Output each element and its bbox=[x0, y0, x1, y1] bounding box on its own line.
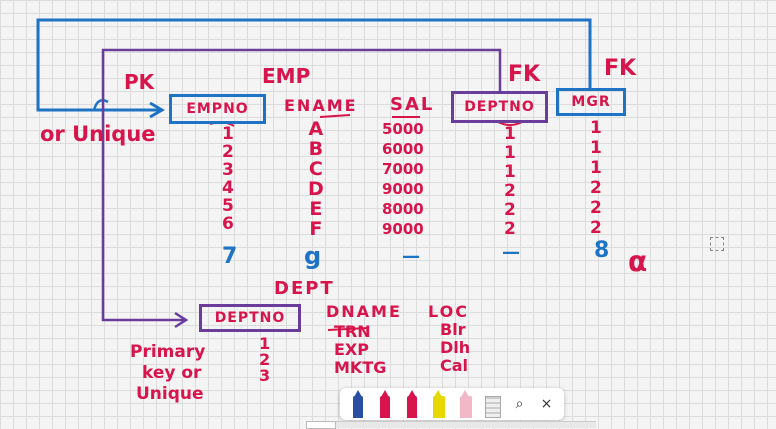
deptno-fk-arrow bbox=[101, 48, 502, 322]
mgr-value: 1 bbox=[590, 158, 602, 178]
ename-header: ENAME bbox=[284, 96, 358, 115]
sal-column: 5000 6000 7000 9000 8000 9000 bbox=[382, 122, 424, 237]
deptno-header-box: DEPTNO bbox=[451, 91, 548, 123]
ename-column: A B C D E F bbox=[308, 120, 324, 239]
pen-icon bbox=[352, 390, 363, 418]
mgr-value: 2 bbox=[590, 198, 602, 218]
empno-value: 5 bbox=[222, 196, 234, 216]
ruler-icon bbox=[484, 396, 501, 418]
pen-tool-red[interactable] bbox=[373, 390, 396, 418]
pen-icon bbox=[379, 390, 390, 418]
alpha-mark: α bbox=[628, 245, 648, 278]
deptno-new-value: — bbox=[502, 242, 520, 263]
pen-tool-red-2[interactable] bbox=[400, 390, 423, 418]
loc-value: Cal bbox=[440, 356, 469, 375]
fk-deptno-label: FK bbox=[508, 62, 541, 87]
dept-deptno-value: 2 bbox=[259, 350, 271, 369]
emp-table-title: EMP bbox=[262, 64, 311, 88]
mgr-value: 2 bbox=[590, 218, 602, 238]
mgr-new-value: 8 bbox=[594, 238, 610, 263]
dept-deptno-column: 1 2 3 bbox=[259, 336, 270, 384]
empno-value: 6 bbox=[222, 214, 234, 234]
ename-value: D bbox=[308, 178, 324, 200]
loc-value: Blr bbox=[440, 320, 466, 339]
dept-table-title: DEPT bbox=[274, 278, 335, 299]
mgr-value: 1 bbox=[590, 138, 602, 158]
or-unique-label: or Unique bbox=[40, 122, 156, 146]
loc-column: Blr Dlh Cal bbox=[440, 322, 470, 374]
sal-value: 9000 bbox=[382, 220, 424, 238]
ename-value: A bbox=[308, 118, 324, 140]
ruler-tool[interactable] bbox=[481, 390, 504, 418]
pen-tool-blue[interactable] bbox=[346, 390, 369, 418]
empno-column: 1 2 3 4 5 6 bbox=[222, 126, 234, 233]
dept-deptno-value: 3 bbox=[259, 366, 271, 385]
dept-deptno-header-box: DEPTNO bbox=[199, 304, 301, 332]
dept-deptno-value: 1 bbox=[259, 334, 271, 353]
deptno-value: 2 bbox=[504, 181, 516, 201]
primary-key-note: Primary key or Unique bbox=[130, 344, 205, 403]
ename-new-value: g bbox=[304, 242, 322, 270]
ename-value: E bbox=[309, 198, 323, 220]
deptno-column: 1 1 1 2 2 2 bbox=[504, 126, 516, 238]
lasso-search-icon[interactable]: ⌕ bbox=[515, 396, 524, 412]
empno-value: 3 bbox=[222, 160, 234, 180]
bottom-scroll-handle[interactable] bbox=[306, 421, 336, 429]
mgr-value: 1 bbox=[590, 118, 602, 138]
empno-value: 4 bbox=[222, 178, 234, 198]
selection-icon[interactable] bbox=[710, 237, 724, 251]
close-icon[interactable]: × bbox=[540, 396, 553, 412]
sal-value: 6000 bbox=[382, 140, 424, 158]
deptno-value: 1 bbox=[504, 124, 516, 144]
empno-new-value: 7 bbox=[222, 244, 238, 269]
pen-icon bbox=[406, 390, 417, 418]
loc-header: LOC bbox=[428, 302, 469, 321]
sal-value: 8000 bbox=[382, 200, 424, 218]
ename-value: B bbox=[308, 138, 324, 160]
sal-header: SAL bbox=[390, 94, 435, 115]
fk-mgr-label: FK bbox=[604, 56, 637, 81]
note-line: Primary bbox=[130, 342, 206, 362]
deptno-value: 1 bbox=[504, 143, 516, 163]
dname-header: DNAME bbox=[326, 302, 402, 321]
drawing-toolbar: ⌕ × bbox=[340, 388, 564, 420]
dname-value: MKTG bbox=[334, 358, 387, 377]
ename-value: C bbox=[308, 158, 323, 180]
sal-new-value: — bbox=[402, 246, 420, 267]
empno-value: 1 bbox=[222, 124, 234, 144]
note-line: Unique bbox=[136, 384, 204, 404]
mgr-header-box: MGR bbox=[556, 88, 626, 116]
deptno-value: 1 bbox=[504, 162, 516, 182]
empno-value: 2 bbox=[222, 142, 234, 162]
bottom-scroll-strip bbox=[306, 421, 596, 428]
eraser-tool[interactable] bbox=[454, 390, 477, 418]
mgr-column: 1 1 1 2 2 2 bbox=[590, 120, 602, 237]
loc-value: Dlh bbox=[440, 338, 471, 357]
deptno-value: 2 bbox=[504, 200, 516, 220]
sal-value: 5000 bbox=[382, 120, 424, 138]
eraser-icon bbox=[459, 390, 472, 418]
pk-label: PK bbox=[124, 70, 155, 94]
ename-value: F bbox=[309, 218, 323, 240]
note-line: key or bbox=[142, 363, 202, 383]
empno-header-box: EMPNO bbox=[169, 94, 266, 124]
sal-value: 7000 bbox=[382, 160, 424, 178]
sal-value: 9000 bbox=[382, 180, 424, 198]
dname-column: TRN EXP MKTG bbox=[334, 324, 386, 376]
dname-value: EXP bbox=[334, 340, 369, 359]
mgr-to-empno-arrow bbox=[36, 18, 592, 112]
deptno-value: 2 bbox=[504, 219, 516, 239]
highlighter-icon bbox=[432, 390, 445, 418]
mgr-value: 2 bbox=[590, 178, 602, 198]
highlighter-tool[interactable] bbox=[427, 390, 450, 418]
dname-value: TRN bbox=[334, 322, 371, 341]
